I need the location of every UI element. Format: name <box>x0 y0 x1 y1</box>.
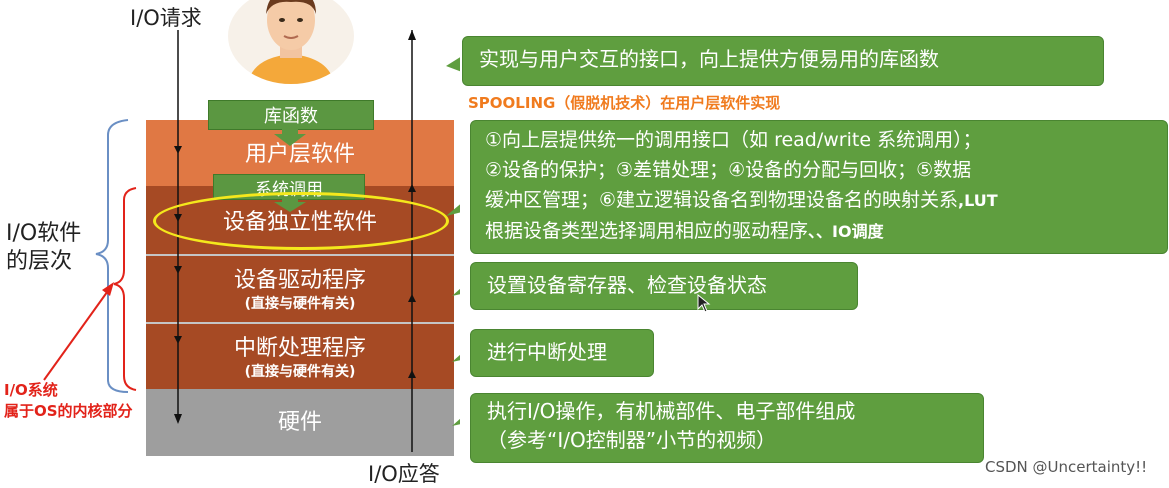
spooling-note: SPOOLING（假脱机技术）在用户层软件实现 <box>468 94 781 112</box>
mouse-cursor-icon <box>697 294 711 313</box>
callout-device-independent-line4b: 、、IO调度 <box>808 222 884 241</box>
bracket-lines <box>43 119 137 393</box>
callout-device-independent: ①向上层提供统一的调用接口（如 read/write 系统调用）； ②设备的保护… <box>470 120 1168 254</box>
user-avatar <box>228 0 354 84</box>
library-functions-tag: 库函数 <box>208 100 374 130</box>
layer-device-driver-note: (直接与硬件有关) <box>244 296 356 312</box>
io-request-label: I/O请求 <box>130 6 202 30</box>
person-icon <box>248 0 334 84</box>
layer-user-software-title: 用户层软件 <box>244 142 355 167</box>
highlight-oval <box>153 192 449 250</box>
io-response-label: I/O应答 <box>368 462 440 486</box>
callout-hardware-line2: （参考“I/O控制器”小节的视频） <box>487 428 777 452</box>
callout-user-layer: 实现与用户交互的接口，向上提供方便易用的库函数 <box>462 36 1104 86</box>
callout-device-independent-line3b: ,LUT <box>958 191 998 210</box>
callout-device-independent-line1: ①向上层提供统一的调用接口（如 read/write 系统调用）； <box>485 129 982 151</box>
layer-hardware-title: 硬件 <box>277 409 322 435</box>
callout-device-independent-line4a: 根据设备类型选择调用相应的驱动程序 <box>485 220 809 242</box>
callout-hardware: 执行I/O操作，有机械部件、电子部件组成 （参考“I/O控制器”小节的视频） <box>470 393 984 463</box>
layer-device-driver-title: 设备驱动程序 <box>233 268 366 293</box>
layer-device-driver: 设备驱动程序 (直接与硬件有关) <box>146 254 454 324</box>
layer-interrupt-handler-title: 中断处理程序 <box>233 335 366 361</box>
io-system-kernel-text: I/O系统 属于OS的内核部分 <box>4 381 133 420</box>
io-system-kernel-label: I/O系统 属于OS的内核部分 <box>4 380 133 422</box>
callout-hardware-line1: 执行I/O操作，有机械部件、电子部件组成 <box>487 399 856 423</box>
io-software-levels-label: I/O软件 的层次 <box>6 220 81 276</box>
layer-interrupt-handler-note: (直接与硬件有关) <box>244 363 356 380</box>
callout-device-independent-line3a: 缓冲区管理；⑥建立逻辑设备名到物理设备名的映射关系 <box>485 189 959 211</box>
layer-interrupt-handler: 中断处理程序 (直接与硬件有关) <box>146 322 454 391</box>
callout-device-independent-line2: ②设备的保护；③差错处理；④设备的分配与回收；⑤数据 <box>485 159 972 181</box>
callout-interrupt-handler: 进行中断处理 <box>470 329 654 377</box>
watermark: CSDN @Uncertainty!! <box>985 458 1148 476</box>
callout-device-independent-line3: 缓冲区管理；⑥建立逻辑设备名到物理设备名的映射关系,LUT <box>485 185 1153 216</box>
io-software-levels-text: I/O软件 的层次 <box>6 221 82 274</box>
callout-device-independent-line4: 根据设备类型选择调用相应的驱动程序、、IO调度 <box>485 216 1153 247</box>
callout-device-driver: 设置设备寄存器、检查设备状态 <box>470 262 858 310</box>
layer-hardware: 硬件 <box>146 389 454 456</box>
